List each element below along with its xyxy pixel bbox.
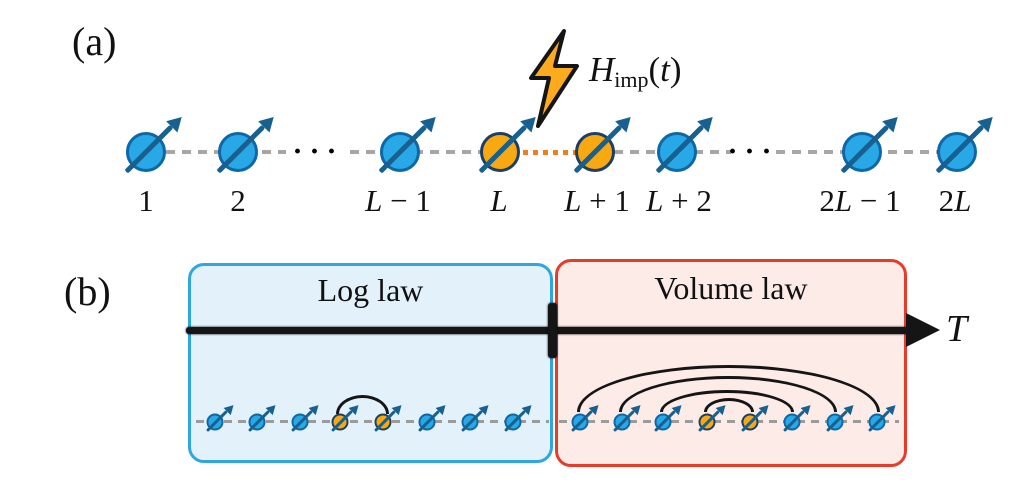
panel-b-label: (b) bbox=[64, 269, 111, 314]
panel-a-label: (a) bbox=[72, 19, 117, 64]
site-label-2Lm1: 2L − 1 bbox=[819, 183, 901, 218]
chain-ellipsis: ··· bbox=[727, 135, 779, 168]
time-axis-arrowhead-icon bbox=[906, 313, 940, 347]
spin-icon bbox=[570, 409, 593, 432]
site-label-Lp2: L + 2 bbox=[646, 183, 712, 218]
spin-icon bbox=[655, 124, 705, 174]
spin-icon bbox=[216, 124, 266, 174]
spin-icon bbox=[825, 409, 848, 432]
spin-icon bbox=[867, 409, 890, 432]
site-label-1: 1 bbox=[138, 183, 154, 218]
time-axis-line bbox=[186, 327, 908, 334]
spin-icon bbox=[205, 409, 228, 432]
spin-icon bbox=[653, 409, 676, 432]
impurity-spin-icon bbox=[373, 409, 396, 432]
spin-icon bbox=[460, 409, 483, 432]
spin-icon bbox=[417, 409, 440, 432]
spin-icon bbox=[782, 409, 805, 432]
time-axis-label: T bbox=[946, 308, 968, 350]
impurity-spin-icon bbox=[740, 409, 763, 432]
impurity-hamiltonian-label: Himp(t) bbox=[589, 50, 682, 92]
chain-bond-dashed bbox=[559, 420, 899, 423]
impurity-spin-icon bbox=[330, 409, 353, 432]
impurity-spin-icon bbox=[478, 124, 528, 174]
spin-icon bbox=[503, 409, 526, 432]
spin-icon bbox=[247, 409, 270, 432]
spin-icon bbox=[124, 124, 174, 174]
site-label-2: 2 bbox=[230, 183, 246, 218]
spin-icon bbox=[612, 409, 635, 432]
spin-icon bbox=[378, 124, 428, 174]
lightning-bolt-icon bbox=[529, 29, 579, 128]
time-axis-tick bbox=[548, 303, 557, 358]
site-label-2L: 2L bbox=[938, 183, 972, 218]
chain-ellipsis: ··· bbox=[292, 135, 344, 168]
impurity-spin-icon bbox=[697, 409, 720, 432]
impurity-spin-icon bbox=[573, 124, 623, 174]
chain-bond-dashed bbox=[350, 150, 500, 154]
spin-icon bbox=[935, 124, 985, 174]
volume-law-box bbox=[555, 259, 907, 467]
impurity-bond-dotted bbox=[503, 150, 592, 155]
spin-icon bbox=[290, 409, 313, 432]
log-law-title: Log law bbox=[317, 272, 424, 308]
chain-bond-dashed bbox=[196, 420, 549, 423]
spin-icon bbox=[840, 124, 890, 174]
site-label-L: L bbox=[490, 183, 508, 218]
site-label-Lp1: L + 1 bbox=[564, 183, 630, 218]
volume-law-title: Volume law bbox=[654, 270, 808, 306]
site-label-Lm1: L − 1 bbox=[365, 183, 431, 218]
